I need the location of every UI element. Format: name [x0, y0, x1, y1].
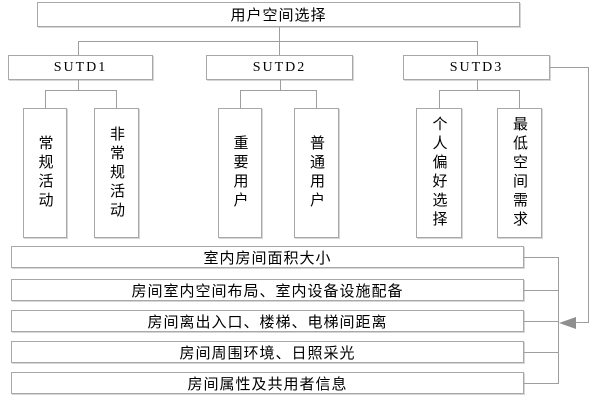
branch-node-sutd3: SUTD3: [403, 55, 550, 80]
leaf-node-minimum-space-requirement: 最低空间需求: [497, 108, 542, 238]
connector-line: [558, 257, 559, 384]
connector-line: [45, 90, 117, 91]
leaf-label: 最低空间需求: [511, 116, 527, 230]
connector-line: [439, 90, 520, 91]
connector-line: [279, 27, 280, 41]
connector-line: [280, 80, 281, 90]
connector-line: [477, 80, 478, 90]
leaf-node-regular-activities: 常规活动: [23, 108, 67, 238]
criteria-row-attributes-cousers: 房间属性及共用者信息: [11, 372, 524, 394]
connector-line: [524, 352, 558, 353]
connector-line: [78, 41, 79, 55]
feedback-line: [588, 67, 589, 323]
connector-line: [439, 90, 440, 108]
connector-line: [477, 41, 478, 55]
branch-node-sutd2: SUTD2: [206, 55, 353, 80]
connector-line: [78, 80, 79, 90]
connector-line: [78, 41, 478, 42]
connector-line: [316, 90, 317, 108]
criteria-row-environment-daylight: 房间周围环境、日照采光: [11, 341, 524, 363]
connector-line: [279, 41, 280, 55]
leaf-node-personal-preference: 个人偏好选择: [416, 108, 462, 238]
leaf-label: 重要用户: [231, 135, 248, 211]
branch-node-sutd1: SUTD1: [8, 55, 153, 80]
leaf-node-non-regular-activities: 非常规活动: [94, 108, 139, 238]
leaf-label: 常规活动: [36, 135, 53, 211]
leaf-label: 普通用户: [308, 135, 324, 211]
connector-line: [524, 257, 558, 258]
connector-line: [519, 90, 520, 108]
connector-line: [240, 90, 241, 108]
connector-line: [240, 90, 317, 91]
leaf-node-important-users: 重要用户: [218, 108, 262, 238]
criteria-row-distance-exits: 房间离出入口、楼梯、电梯间距离: [11, 310, 524, 332]
criteria-row-room-area: 室内房间面积大小: [11, 246, 524, 268]
connector-line: [45, 90, 46, 108]
leaf-label: 个人偏好选择: [430, 116, 447, 230]
leaf-node-ordinary-users: 普通用户: [294, 108, 339, 238]
left-arrowhead-icon: [559, 317, 576, 329]
connector-line: [524, 321, 558, 322]
feedback-line: [550, 67, 589, 68]
leaf-label: 非常规活动: [108, 125, 124, 221]
connector-line: [524, 383, 558, 384]
connector-line: [524, 290, 558, 291]
root-node-user-space-selection: 用户空间选择: [37, 2, 520, 27]
feedback-line: [575, 322, 589, 323]
connector-line: [116, 90, 117, 108]
criteria-row-layout-equipment: 房间室内空间布局、室内设备设施配备: [11, 279, 524, 301]
